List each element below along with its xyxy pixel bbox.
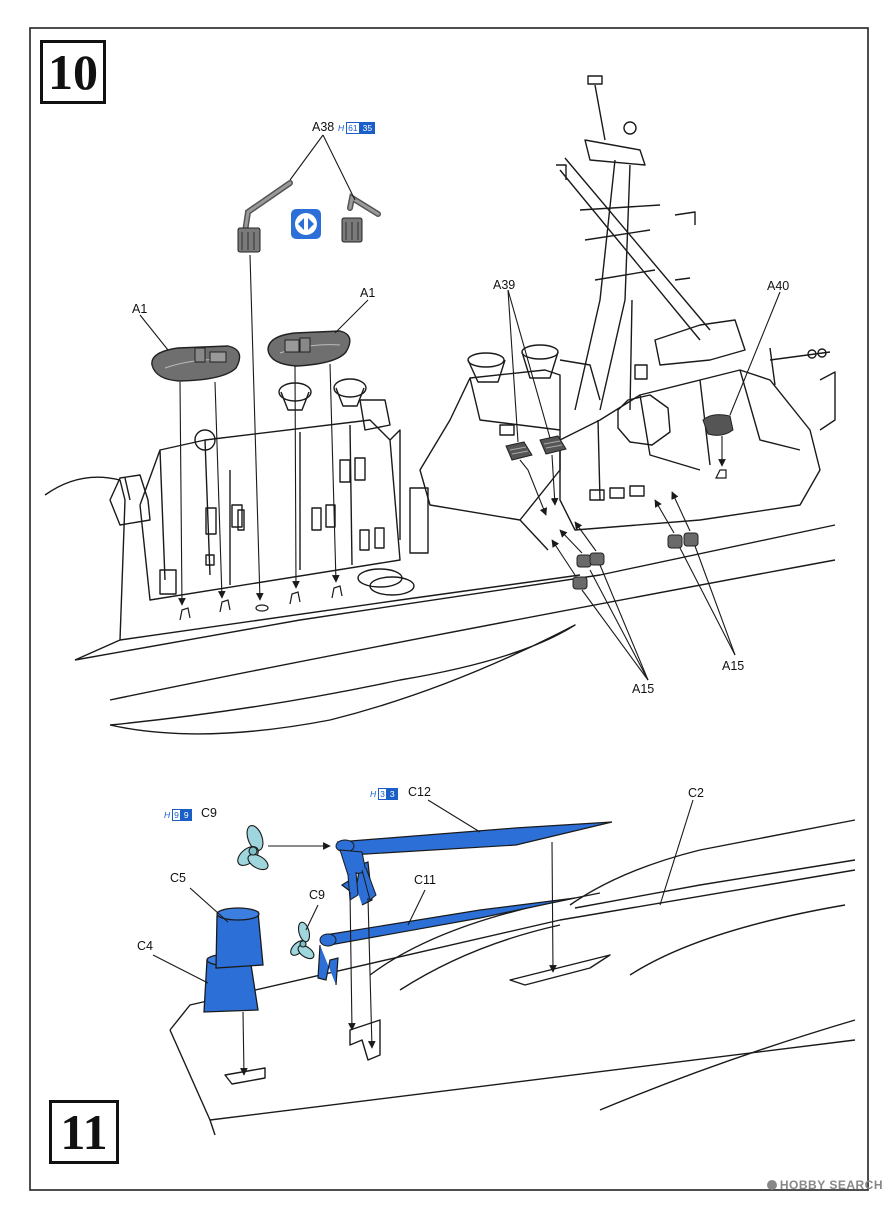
label-c11: C11 [414, 873, 437, 887]
watermark-logo-icon [766, 1180, 777, 1190]
badge-h: H [164, 810, 171, 820]
part-a39 [505, 435, 567, 461]
badge-part-count: 9 [180, 809, 192, 821]
part-c12 [335, 821, 613, 906]
label-c12: C12 [408, 785, 431, 799]
badge-h: H [370, 789, 377, 799]
part-c9-upper [237, 825, 269, 871]
watermark: HOBBY SEARCH [766, 1178, 883, 1192]
badge-c9: H 9 9 [164, 809, 192, 821]
part-a1-left [151, 345, 241, 382]
label-c2: C2 [688, 786, 704, 800]
badge-sprue-count: 61 [346, 122, 360, 134]
part-a15-group-lower [572, 552, 605, 590]
badge-sprue-count: 9 [172, 809, 181, 821]
part-a40 [702, 414, 734, 436]
part-a1-right [267, 330, 351, 367]
label-c9-lower: C9 [309, 888, 325, 902]
badge-sprue-count: 3 [378, 788, 387, 800]
watermark-text: HOBBY SEARCH [779, 1178, 883, 1192]
badge-c12: H 3 3 [370, 788, 398, 800]
step-11-number: 11 [49, 1100, 119, 1164]
part-c9-lower [290, 921, 315, 960]
label-a15-right: A15 [722, 659, 745, 673]
badge-h: H [338, 123, 345, 133]
part-a38-left [237, 180, 293, 253]
symmetric-part-icon [291, 209, 321, 239]
badge-a38: H 61 35 [338, 122, 376, 134]
label-a1-left: A1 [132, 302, 148, 316]
badge-part-count: 3 [386, 788, 398, 800]
label-c5: C5 [170, 871, 186, 885]
badge-part-count: 35 [359, 122, 376, 134]
label-c9-upper: C9 [201, 806, 217, 820]
part-c5 [215, 907, 264, 969]
step11-stern-hull [169, 819, 856, 1136]
part-c11 [317, 897, 576, 986]
part-a15-group-right [667, 532, 699, 549]
label-a39: A39 [493, 278, 516, 292]
label-a1-right: A1 [360, 286, 376, 300]
label-a15-lower: A15 [632, 682, 655, 696]
part-a38-right [341, 193, 381, 243]
label-a40: A40 [767, 279, 790, 293]
step10-aft-superstructure [419, 75, 836, 551]
label-a38: A38 [312, 120, 335, 134]
step-10-number: 10 [40, 40, 106, 104]
label-c4: C4 [137, 939, 153, 953]
step10-ship-hull [44, 378, 836, 735]
